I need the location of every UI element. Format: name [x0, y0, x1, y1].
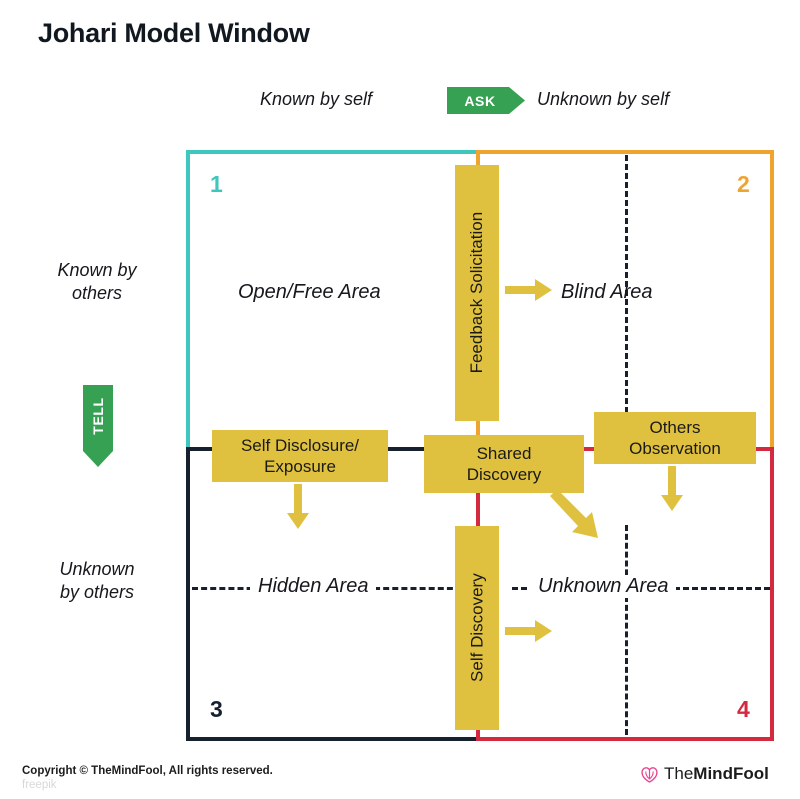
area-label-blind: Blind Area	[561, 281, 653, 303]
brand-logo: TheMindFool	[640, 764, 769, 784]
ask-label: ASK	[464, 92, 496, 109]
axis-label-unknown-by-self: Unknown by self	[537, 89, 670, 109]
arrow-down-others-observation-to-unknown	[661, 466, 683, 511]
arrow-down-self-disclosure-to-hidden	[287, 484, 309, 529]
dashed-divider-vertical-top	[625, 155, 628, 440]
quadrant-1-frame	[186, 150, 478, 447]
tell-label: TELL	[90, 397, 106, 435]
quadrant-2-frame	[478, 150, 774, 447]
arrow-right-self-discovery-to-unknown	[505, 620, 552, 642]
quadrant-number-2: 2	[737, 171, 750, 197]
ask-arrow-banner: ASK	[447, 87, 525, 114]
tulip-icon	[641, 766, 658, 783]
process-box-self-discovery: Self Discovery	[455, 526, 499, 730]
arrow-right-feedback-to-blind	[505, 279, 552, 301]
brand-name: TheMindFool	[664, 764, 769, 784]
process-box-feedback-solicitation: Feedback Solicitation	[455, 165, 499, 421]
brand-name-the: The	[664, 764, 694, 783]
copyright-text: Copyright © TheMindFool, All rights rese…	[22, 765, 273, 777]
axis-label-known-by-self: Known by self	[260, 89, 373, 109]
ask-banner-shape	[447, 87, 525, 114]
arrow-diagonal-shared-discovery	[550, 489, 598, 538]
quadrant-number-1: 1	[210, 171, 223, 197]
area-label-unknown: Unknown Area	[530, 575, 677, 598]
brand-name-mindfool: MindFool	[693, 764, 769, 783]
attribution-text: freepik	[22, 779, 57, 791]
dashed-divider-vertical-bottom	[625, 525, 628, 735]
tell-banner-shape	[83, 385, 113, 467]
process-box-self-disclosure-exposure: Self Disclosure/Exposure	[212, 430, 388, 482]
process-box-self-disclosure-exposure-label: Self Disclosure/Exposure	[240, 435, 360, 476]
area-label-open-free: Open/Free Area	[238, 281, 381, 303]
quadrant-number-3: 3	[210, 696, 223, 722]
page-title: Johari Model Window	[38, 18, 310, 48]
process-box-feedback-solicitation-label: Feedback Solicitation	[467, 212, 487, 374]
area-label-hidden: Hidden Area	[250, 575, 377, 598]
tell-arrow-banner: TELL	[83, 385, 113, 467]
quadrant-number-4: 4	[737, 696, 750, 722]
process-box-self-discovery-label: Self Discovery	[467, 573, 487, 683]
